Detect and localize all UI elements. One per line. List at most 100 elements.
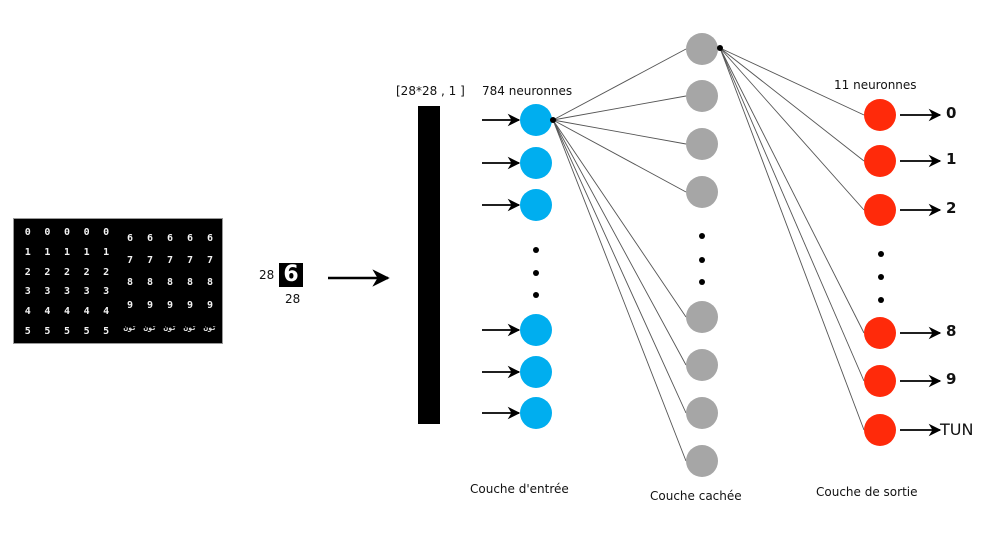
connection-line [552, 48, 687, 121]
dataset-digit: 3 [83, 286, 90, 298]
connection-source-dot [550, 117, 556, 123]
input-neuron [520, 356, 552, 388]
ellipsis-dot [699, 257, 705, 263]
dataset-digit: 2 [44, 266, 51, 278]
dataset-digit: تون [123, 323, 138, 332]
dataset-digit: 6 [186, 232, 194, 244]
dataset-digit: 4 [24, 305, 31, 317]
connection-line [719, 47, 865, 116]
dataset-digit: 8 [166, 277, 174, 289]
dataset-digit: 5 [103, 325, 110, 337]
output-label: 0 [946, 104, 957, 122]
dataset-digit: 8 [126, 277, 134, 289]
connection-line [719, 47, 865, 334]
ellipsis-dot [878, 274, 884, 280]
connection-line [552, 119, 687, 145]
connection-line [552, 119, 687, 462]
output-label: 2 [946, 199, 957, 217]
output-neuron [864, 365, 896, 397]
dataset-digit: 5 [44, 325, 51, 337]
connection-line [719, 47, 865, 211]
hidden-layer-caption: Couche cachée [650, 489, 742, 503]
connection-line [552, 119, 687, 414]
dataset-digit: 0 [63, 227, 70, 239]
sample-digit-image: 6 [279, 263, 303, 287]
hidden-neuron [686, 80, 718, 112]
connection-line [719, 47, 865, 162]
dataset-digit: تون [183, 323, 198, 332]
dataset-digit: 1 [24, 246, 31, 258]
flatten-shape-label: [28*28 , 1 ] [396, 84, 465, 98]
dataset-digit: تون [163, 323, 178, 332]
dataset-digit: 1 [63, 246, 70, 258]
dataset-digit: 6 [126, 232, 134, 244]
output-neuron [864, 317, 896, 349]
ellipsis-dot [533, 270, 539, 276]
dataset-digit: 9 [206, 299, 214, 311]
hidden-neuron [686, 176, 718, 208]
dataset-digit: تون [143, 323, 158, 332]
input-neuron [520, 147, 552, 179]
dataset-digit: 9 [186, 299, 194, 311]
connection-line [719, 47, 865, 431]
output-label: 8 [946, 322, 957, 340]
dataset-digit: 0 [83, 227, 90, 239]
dataset-digit: 0 [24, 227, 31, 239]
dataset-digit: 2 [63, 266, 70, 278]
output-neuron [864, 99, 896, 131]
connection-line [719, 47, 865, 382]
hidden-neuron [686, 33, 718, 65]
connection-line [552, 119, 687, 318]
dataset-digit: 6 [166, 232, 174, 244]
dataset-digit: 9 [126, 299, 134, 311]
ellipsis-dot [699, 233, 705, 239]
output-neuron [864, 145, 896, 177]
input-layer-caption: Couche d'entrée [470, 482, 569, 496]
hidden-neuron [686, 301, 718, 333]
input-neuron [520, 397, 552, 429]
dataset-digit: 2 [83, 266, 90, 278]
flattened-vector-bar [418, 106, 440, 424]
connection-line [552, 119, 687, 366]
output-label: 9 [946, 370, 957, 388]
dataset-digit: 3 [44, 286, 51, 298]
dataset-digit: 5 [63, 325, 70, 337]
output-label: 1 [946, 150, 957, 168]
connection-line [552, 95, 687, 121]
ellipsis-dot [699, 279, 705, 285]
output-neuron [864, 194, 896, 226]
dataset-digit: 2 [24, 266, 31, 278]
dataset-digit: 6 [146, 232, 154, 244]
hidden-neuron [686, 397, 718, 429]
dataset-digit: 3 [63, 286, 70, 298]
dataset-digit: 9 [166, 299, 174, 311]
dataset-digit: تون [203, 323, 218, 332]
dataset-digit: 8 [186, 277, 194, 289]
ellipsis-dot [533, 247, 539, 253]
connection-line [552, 119, 687, 193]
output-neuron [864, 414, 896, 446]
connection-source-dot [717, 45, 723, 51]
dataset-digit: 7 [166, 255, 174, 267]
dataset-digit: 3 [103, 286, 110, 298]
dataset-digit: 9 [146, 299, 154, 311]
dataset-digit: 0 [103, 227, 110, 239]
input-count-label: 784 neuronnes [482, 84, 573, 98]
dataset-digit: 8 [206, 277, 214, 289]
input-neuron [520, 314, 552, 346]
sample-height-label: 28 [259, 268, 275, 282]
ellipsis-dot [878, 297, 884, 303]
dataset-digit: 5 [24, 325, 31, 337]
hidden-neuron [686, 445, 718, 477]
dataset-digit: 6 [206, 232, 214, 244]
dataset-digit: 4 [63, 305, 70, 317]
output-count-label: 11 neuronnes [834, 78, 917, 92]
dataset-digit: 7 [186, 255, 194, 267]
output-label: TUN [940, 420, 974, 439]
hidden-neuron [686, 128, 718, 160]
ellipsis-dot [533, 292, 539, 298]
dataset-digit: 7 [126, 255, 134, 267]
